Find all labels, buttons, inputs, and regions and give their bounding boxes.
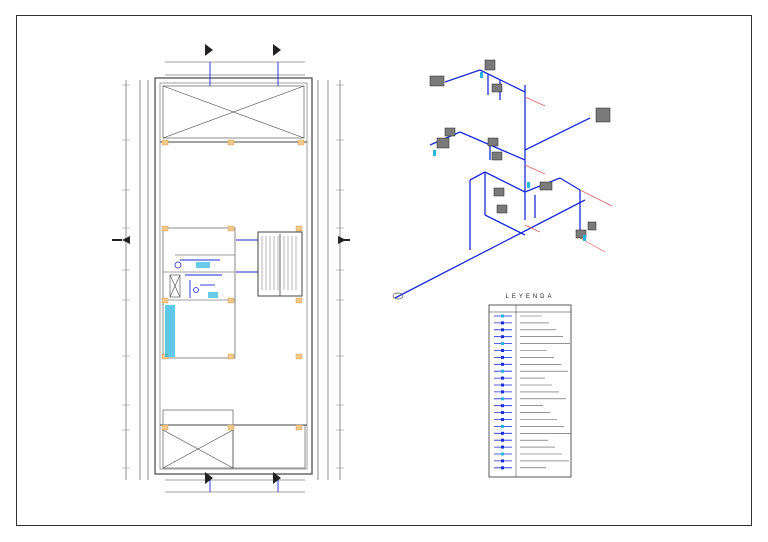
legend-symbol-mark	[501, 411, 504, 415]
legend-symbol-mark	[501, 404, 504, 408]
floor-plan	[125, 61, 341, 493]
legend-table	[488, 304, 572, 478]
legend-symbol-mark	[501, 342, 504, 346]
legend-symbol-mark	[501, 459, 504, 463]
legend-texts	[520, 315, 571, 469]
legend-symbol-mark	[501, 445, 504, 449]
legend-symbol-mark	[501, 397, 504, 401]
legend-symbol-mark	[501, 438, 504, 442]
legend-symbol-mark	[501, 328, 504, 332]
legend-symbol-mark	[501, 452, 504, 456]
plan-fixtures	[165, 261, 218, 357]
legend-symbol-mark	[501, 431, 504, 435]
isometric-accents	[433, 72, 586, 241]
isometric-piping	[394, 69, 591, 299]
legend-symbol-mark	[501, 355, 504, 359]
legend-symbol-mark	[501, 321, 504, 325]
grid-ticks	[122, 84, 344, 469]
section-markers	[112, 44, 350, 484]
hot-water-lines	[524, 96, 613, 253]
sheet-border	[16, 15, 752, 526]
plan-columns	[161, 139, 305, 431]
plan-pipes	[180, 62, 279, 492]
legend-symbol-mark	[501, 383, 504, 387]
legend-title: LEYENDA	[505, 294, 555, 300]
legend-symbol-mark	[501, 349, 504, 352]
legend-symbol-mark	[501, 418, 504, 421]
legend-symbol-mark	[501, 335, 504, 339]
legend-symbol-mark	[501, 466, 504, 470]
legend-symbol-mark	[501, 390, 504, 394]
legend-symbol-mark	[501, 369, 504, 373]
meter-symbol	[392, 292, 404, 300]
legend-symbol-mark	[501, 376, 504, 380]
legend-symbol-mark	[501, 314, 504, 318]
legend-symbols	[494, 314, 512, 470]
isometric-fixtures	[429, 59, 611, 239]
legend-symbol-mark	[501, 424, 504, 428]
legend-symbol-mark	[501, 362, 504, 366]
